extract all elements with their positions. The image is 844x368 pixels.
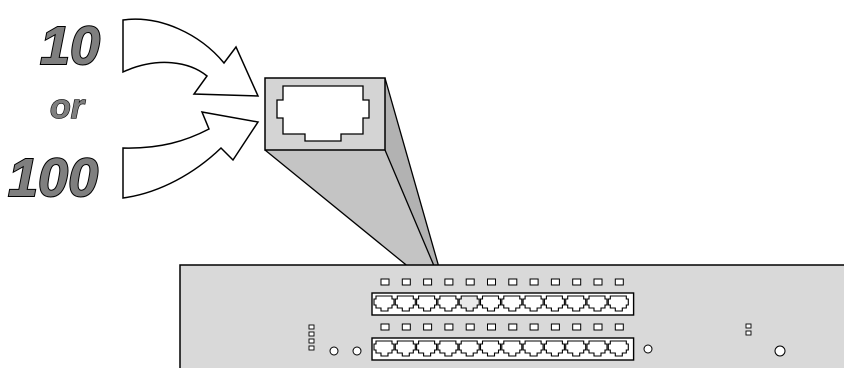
rj45-port-icon	[607, 295, 629, 312]
led-indicator-icon	[550, 323, 560, 331]
led-indicator-icon	[593, 278, 603, 286]
led-indicator-icon	[572, 323, 582, 331]
connector-label-or: or	[50, 88, 86, 126]
led-indicator-icon	[380, 278, 390, 286]
callout-edge-right	[384, 77, 449, 300]
rj45-jack-icon	[276, 85, 370, 142]
rj45-port-icon	[479, 340, 502, 357]
speed-label-100: 100	[8, 148, 98, 208]
rj45-port-icon	[394, 295, 416, 312]
panel-indicator-circle	[643, 344, 653, 354]
led-indicator-icon	[465, 323, 475, 331]
led-indicator-icon	[444, 323, 454, 331]
led-indicator-icon	[614, 323, 624, 331]
led-indicator-icon	[380, 323, 390, 331]
panel-indicator-circle	[352, 346, 362, 356]
led-indicator-icon	[465, 278, 475, 286]
rj45-port-icon	[373, 295, 395, 312]
rj45-port-icon	[437, 295, 459, 312]
led-indicator-icon	[572, 278, 582, 286]
led-indicator-icon	[487, 278, 496, 286]
led-indicator-icon	[308, 345, 315, 351]
rj45-port-icon	[458, 340, 480, 357]
speed-label-10: 10	[40, 16, 100, 76]
led-indicator-icon	[614, 278, 624, 286]
rj45-port-icon	[586, 295, 608, 312]
rj45-port-icon	[416, 295, 438, 312]
led-indicator-icon	[593, 323, 603, 331]
led-indicator-icon	[529, 278, 539, 286]
led-row-bottom	[380, 323, 624, 331]
led-row-top	[380, 278, 624, 286]
led-indicator-icon	[308, 331, 315, 337]
rj45-port-icon	[565, 295, 587, 312]
led-indicator-icon	[401, 323, 411, 331]
curved-arrow-top	[122, 18, 260, 97]
status-led-stack-left	[308, 324, 315, 351]
rj45-port-icon	[373, 340, 395, 357]
led-indicator-icon	[529, 323, 539, 331]
rj45-port-icon	[543, 340, 565, 357]
panel-indicator-circle	[329, 346, 339, 356]
port-row-top	[371, 292, 635, 316]
led-indicator-icon	[444, 278, 454, 286]
curved-arrow-bottom	[122, 111, 260, 199]
rj45-port-icon	[522, 340, 544, 357]
rj45-port-icon	[607, 340, 629, 357]
led-indicator-icon	[423, 278, 433, 286]
rj45-port-icon	[586, 340, 608, 357]
enlarged-jack-box	[264, 77, 386, 151]
highlighted-port-icon	[458, 295, 480, 312]
led-indicator-icon	[308, 338, 315, 344]
status-led-stack-right	[745, 323, 752, 336]
rj45-port-icon	[501, 295, 523, 312]
rj45-port-icon	[479, 295, 502, 312]
rj45-port-icon	[394, 340, 416, 357]
led-indicator-icon	[550, 278, 560, 286]
rj45-port-icon	[501, 340, 523, 357]
rj45-port-icon	[416, 340, 438, 357]
led-indicator-icon	[745, 330, 752, 336]
rj45-port-icon	[437, 340, 459, 357]
led-indicator-icon	[745, 323, 752, 329]
led-indicator-icon	[508, 278, 518, 286]
led-indicator-icon	[423, 323, 433, 331]
led-indicator-icon	[487, 323, 496, 331]
panel-indicator-circle	[774, 345, 786, 357]
rj45-port-icon	[565, 340, 587, 357]
led-indicator-icon	[308, 324, 315, 330]
rj45-port-icon	[543, 295, 565, 312]
rj45-port-icon	[522, 295, 544, 312]
led-indicator-icon	[401, 278, 411, 286]
led-indicator-icon	[508, 323, 518, 331]
port-row-bottom	[371, 337, 635, 361]
